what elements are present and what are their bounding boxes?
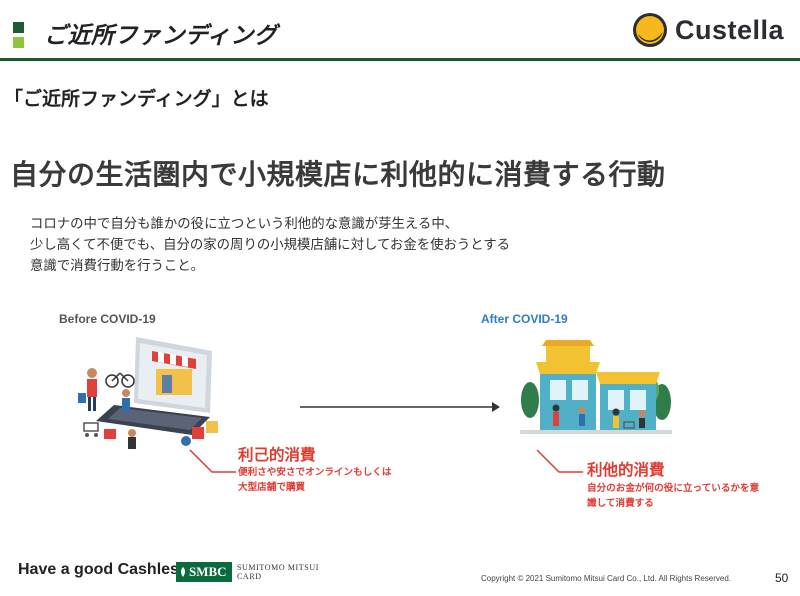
footer-slogan: Have a good Cashless. [18, 561, 193, 578]
smbc-leaf-icon [181, 567, 185, 577]
pointer-line-after [536, 449, 583, 473]
header-square-light [13, 37, 24, 48]
before-description: 便利さや安さでオンラインもしくは 大型店舗で購買 [238, 465, 392, 495]
pointer-line-before [189, 449, 236, 473]
page-title: ご近所ファンディング [44, 23, 278, 49]
after-description-line: 識して消費する [587, 498, 654, 509]
logo-text: Custella [675, 14, 785, 45]
company-name-line: CARD [237, 572, 262, 581]
header-square-dark [13, 22, 24, 33]
smbc-text: SMBC [189, 564, 227, 579]
description-line: 意識で消費行動を行うこと。 [30, 259, 205, 274]
custella-logo: Custella [632, 12, 784, 48]
after-description-line: 自分のお金が何の役に立っているかを意 [587, 483, 760, 494]
headline: 自分の生活圏内で小規模店に利他的に消費する行動 [10, 158, 666, 191]
copyright: Copyright © 2021 Sumitomo Mitsui Card Co… [481, 574, 731, 583]
company-name: SUMITOMO MITSUI CARD [237, 563, 319, 581]
before-label: Before COVID-19 [59, 312, 156, 326]
smbc-logo: SMBC [176, 562, 232, 582]
online-shopping-illustration [78, 337, 218, 449]
company-name-line: SUMITOMO MITSUI [237, 563, 319, 572]
description: コロナの中で自分も誰かの役に立つという利他的な意識が芽生える中、 少し高くて不便… [30, 214, 510, 277]
local-shops-illustration [520, 340, 672, 434]
before-description-line: 便利さや安さでオンラインもしくは [238, 467, 392, 478]
description-line: 少し高くて不便でも、自分の家の周りの小規模店舗に対してお金を使おうとする [30, 238, 511, 253]
description-line: コロナの中で自分も誰かの役に立つという利他的な意識が芽生える中、 [30, 217, 459, 232]
custella-logo-icon [633, 13, 667, 47]
after-label: After COVID-19 [481, 312, 568, 326]
before-title: 利己的消費 [238, 446, 316, 464]
arrow-right-icon [300, 402, 500, 412]
before-description-line: 大型店舗で購買 [238, 482, 306, 493]
page-number: 50 [775, 571, 789, 585]
header-divider [0, 58, 800, 61]
after-title: 利他的消費 [587, 461, 665, 479]
after-description: 自分のお金が何の役に立っているかを意 識して消費する [587, 481, 759, 511]
section-title: 「ご近所ファンディング」とは [4, 88, 269, 110]
